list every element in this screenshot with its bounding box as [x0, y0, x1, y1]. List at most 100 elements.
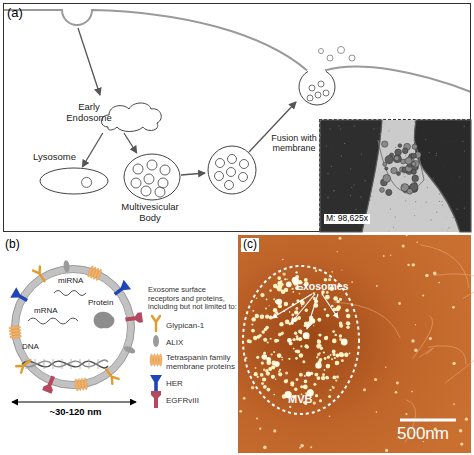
micrograph-vesicle	[386, 189, 392, 195]
micrograph-grain	[405, 200, 406, 201]
afm-particle	[278, 372, 282, 376]
afm-particle	[452, 306, 455, 309]
small-vesicle	[323, 90, 329, 96]
micrograph-grain	[371, 142, 372, 143]
afm-particle	[267, 342, 269, 344]
afm-particle	[398, 302, 401, 305]
mrna-strand	[28, 318, 78, 324]
micrograph-grain	[381, 175, 382, 176]
micrograph-vesicle	[395, 149, 402, 156]
afm-particle	[351, 281, 353, 283]
afm-particle	[395, 391, 398, 394]
afm-particle	[278, 333, 282, 337]
legend-text: ALIX	[166, 338, 183, 347]
afm-particle	[280, 280, 283, 283]
afm-particle	[318, 333, 321, 336]
afm-particle	[326, 314, 330, 318]
micrograph-grain	[323, 197, 324, 198]
afm-particle	[298, 338, 301, 341]
afm-particle	[304, 344, 308, 348]
afm-particle	[329, 389, 331, 391]
small-vesicle	[82, 177, 92, 187]
afm-particle	[299, 373, 303, 377]
membrane-line	[12, 266, 135, 389]
micrograph-grain	[464, 126, 465, 127]
afm-particle	[453, 403, 455, 405]
afm-particle	[239, 410, 242, 413]
afm-particle	[273, 351, 275, 353]
legend-text: HER	[166, 379, 183, 388]
afm-particle	[333, 353, 336, 356]
afm-particle	[341, 269, 342, 270]
afm-particle	[296, 378, 299, 381]
afm-particle	[328, 395, 331, 398]
afm-particle	[327, 356, 330, 359]
micrograph-grain	[365, 180, 366, 181]
micrograph-grain	[421, 206, 422, 207]
micrograph-grain	[431, 219, 432, 220]
afm-particle	[345, 309, 349, 313]
afm-particle	[304, 375, 306, 377]
surface-protein	[87, 265, 103, 281]
afm-particle	[270, 338, 272, 340]
afm-particle	[269, 289, 272, 292]
afm-particle	[383, 255, 385, 257]
afm-particle	[324, 336, 328, 340]
small-vesicle	[225, 181, 234, 190]
afm-particle	[306, 345, 309, 348]
micrograph-grain	[426, 202, 427, 203]
afm-particle	[282, 359, 284, 361]
afm-particle	[332, 339, 337, 344]
afm-fiber	[445, 358, 474, 384]
afm-fiber	[463, 257, 474, 299]
afm-particle	[271, 375, 275, 379]
dna-rung	[80, 359, 81, 369]
released-exosomes	[319, 47, 356, 62]
afm-fiber	[419, 348, 433, 357]
micrograph-grain	[411, 184, 412, 185]
afm-particle	[295, 357, 298, 360]
alix-symbol	[153, 335, 159, 347]
afm-particle	[281, 332, 284, 335]
afm-particle	[251, 329, 255, 333]
egfrviii-symbol	[42, 374, 58, 394]
afm-particle	[300, 345, 302, 347]
exosome: miRNAProteinmRNADNA	[8, 262, 138, 392]
micrograph-vesicle	[398, 144, 402, 148]
afm-particle	[283, 273, 286, 276]
egfrviii-symbol	[151, 391, 161, 408]
afm-particle	[339, 324, 343, 328]
afm-particle	[363, 388, 366, 391]
legend-symbol	[150, 375, 162, 391]
legend-symbol	[152, 316, 160, 331]
multivesicular-body: Multivesicular Body	[123, 153, 181, 201]
small-vesicle	[215, 172, 224, 181]
micrograph-grain	[324, 172, 325, 173]
afm-particle	[298, 337, 302, 341]
micrograph-grain	[415, 201, 416, 202]
node-text: DNA	[22, 342, 39, 351]
small-vesicle	[228, 155, 237, 164]
micrograph-grain	[389, 163, 390, 164]
micrograph-grain	[341, 156, 342, 157]
afm-particle	[319, 358, 323, 362]
afm-particle	[376, 411, 378, 413]
afm-particle	[263, 368, 266, 371]
afm-particle	[339, 237, 342, 240]
micrograph-vesicle	[385, 167, 388, 170]
dashed-ellipse	[243, 266, 359, 414]
afm-particle	[292, 338, 295, 341]
afm-particle	[396, 382, 399, 385]
afm-particle	[296, 307, 299, 310]
micrograph-grain	[360, 196, 361, 197]
tetraspanin-symbol	[150, 354, 153, 366]
small-vesicle	[155, 187, 165, 197]
afm-particle	[347, 322, 351, 326]
micrograph-grain	[462, 141, 463, 142]
panel-box: (a)Early EndosomeLysosomeMultivesicular …	[3, 3, 471, 232]
dimension-line	[12, 401, 136, 402]
micrograph-grain	[333, 190, 334, 191]
afm-particle	[273, 284, 278, 289]
